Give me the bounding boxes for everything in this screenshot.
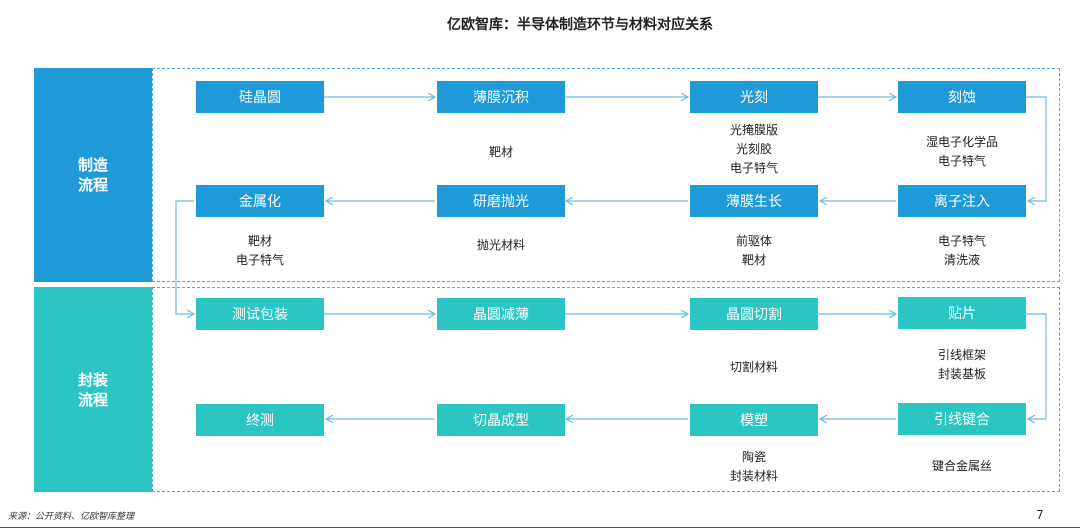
step-test-packaging: 测试包装 [196, 298, 324, 330]
materials-ion-implant: 电子特气 清洗液 [882, 232, 1042, 270]
materials-cmp: 抛光材料 [421, 236, 581, 255]
arrow-etch-to-implant [1026, 96, 1047, 201]
step-wafer-dicing: 晶圆切割 [690, 298, 818, 330]
material-item: 前驱体 [735, 234, 772, 248]
arrow-attach-to-bonding [1026, 313, 1047, 419]
packaging-label-line2: 流程 [77, 390, 108, 409]
packaging-section-label: 封装 流程 [34, 287, 152, 492]
manufacturing-section-label: 制造 流程 [34, 68, 152, 282]
step-thin-film-deposition: 薄膜沉积 [437, 81, 565, 113]
material-item: 靶材 [741, 253, 766, 267]
materials-metallization: 靶材 电子特气 [180, 232, 340, 270]
source-note: 来源：公开资料、亿欧智库整理 [8, 512, 135, 522]
page-number: 7 [1036, 508, 1044, 522]
material-item: 光刻胶 [735, 142, 772, 156]
materials-molding: 陶瓷 封装材料 [674, 448, 834, 486]
step-metallization: 金属化 [196, 185, 324, 217]
materials-thin-film-deposition: 靶材 [421, 143, 581, 162]
materials-etching: 湿电子化学品 电子特气 [882, 133, 1042, 171]
step-trim-form: 切晶成型 [437, 404, 565, 436]
packaging-label-line1: 封装 [77, 370, 108, 389]
material-item: 引线框架 [937, 348, 986, 362]
step-final-test: 终测 [196, 404, 324, 436]
materials-lithography: 光掩膜版 光刻胶 电子特气 [674, 121, 834, 178]
material-item: 电子特气 [937, 234, 986, 248]
manufacturing-frame [152, 68, 1060, 282]
material-item: 电子特气 [729, 161, 778, 175]
material-item: 光掩膜版 [729, 123, 778, 137]
material-item: 封装基板 [937, 367, 986, 381]
material-item: 湿电子化学品 [925, 135, 998, 149]
material-item: 电子特气 [937, 154, 986, 168]
manufacturing-label-line1: 制造 [77, 156, 108, 174]
step-film-growth: 薄膜生长 [690, 185, 818, 217]
material-item: 清洗液 [943, 253, 980, 267]
material-item: 抛光材料 [476, 238, 525, 252]
packaging-frame [152, 287, 1060, 492]
material-item: 靶材 [247, 234, 272, 248]
materials-die-attach: 引线框架 封装基板 [882, 346, 1042, 384]
step-wafer-thinning: 晶圆减薄 [437, 298, 565, 330]
step-etching: 刻蚀 [898, 81, 1026, 113]
material-item: 封装材料 [729, 469, 778, 483]
step-die-attach: 贴片 [898, 297, 1026, 329]
step-molding: 模塑 [690, 404, 818, 436]
materials-wafer-dicing: 切割材料 [674, 358, 834, 377]
page-title: 亿欧智库：半导体制造环节与材料对应关系 [447, 17, 713, 33]
step-wire-bonding: 引线键合 [898, 403, 1026, 435]
materials-wire-bonding: 键合金属丝 [882, 457, 1042, 476]
step-lithography: 光刻 [690, 81, 818, 113]
bottom-divider [0, 527, 1080, 528]
material-item: 键合金属丝 [931, 459, 992, 473]
manufacturing-label-line2: 流程 [77, 176, 108, 194]
step-silicon-wafer: 硅晶圆 [196, 81, 324, 113]
step-ion-implant: 离子注入 [898, 185, 1026, 217]
material-item: 靶材 [488, 145, 513, 159]
material-item: 切割材料 [729, 360, 778, 374]
materials-film-growth: 前驱体 靶材 [674, 232, 834, 270]
material-item: 电子特气 [235, 253, 284, 267]
material-item: 陶瓷 [741, 450, 766, 464]
step-cmp: 研磨抛光 [437, 185, 565, 217]
arrow-metal-to-test [175, 200, 194, 314]
